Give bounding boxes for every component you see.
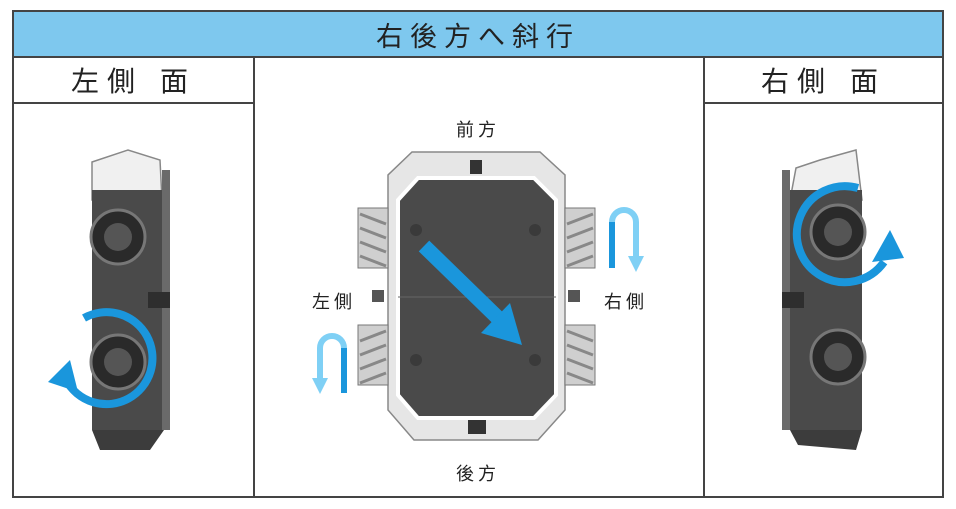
mecanum-wheel-rear-left [357,324,389,386]
diagonal-movement-arrow [418,240,522,345]
mecanum-wheel-rear-right [564,324,596,386]
rear-label: 後方 [456,464,500,485]
left-wheel-rotation-arrow [312,333,347,394]
diagram-title: 右後方へ斜行 [14,12,942,58]
left-side-label: 左側 [312,292,356,313]
front-label: 前方 [456,120,500,141]
divider-left [253,56,255,498]
right-wheel-rotation-arrow [609,207,644,272]
right-side-label: 右側 [604,292,648,313]
left-side-heading: 左側 面 [71,65,196,98]
mecanum-wheel-front-right [564,207,596,269]
diagram-frame: 右後方へ斜行 左側 面 右側 面 [12,10,944,498]
right-side-heading: 右側 面 [761,65,886,98]
divider-right [703,56,705,498]
right-heading-rule [705,102,942,104]
left-heading-rule [14,102,253,104]
right-rotation-arrow [792,182,904,287]
mecanum-wheel-front-left [357,207,389,269]
left-rotation-arrow [48,308,157,409]
